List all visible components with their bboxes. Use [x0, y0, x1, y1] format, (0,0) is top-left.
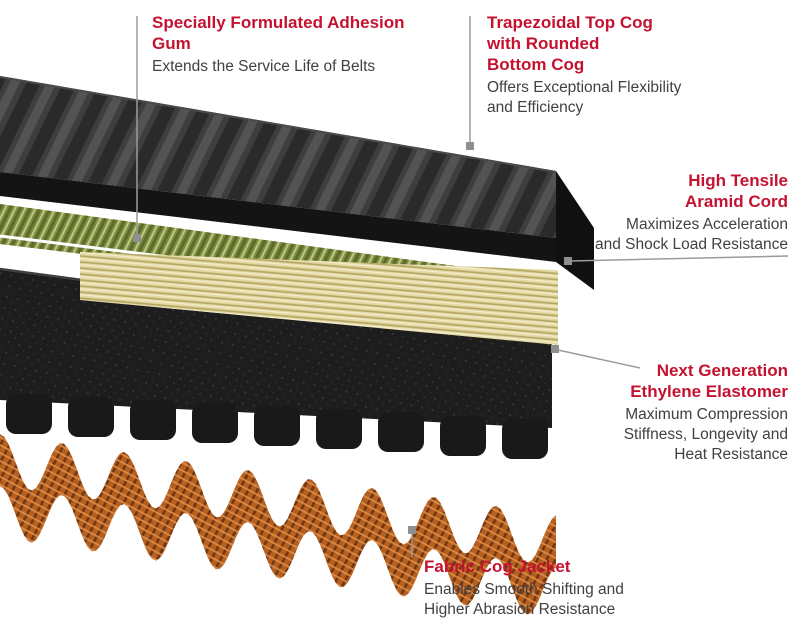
- callout-aramid-cord: High Tensile Aramid Cord Maximizes Accel…: [558, 170, 788, 255]
- callout-title: Specially Formulated Adhesion Gum: [152, 12, 432, 54]
- elastomer-cog-tooth: [378, 412, 424, 452]
- callout-markers: [133, 142, 572, 534]
- callout-adhesion-gum: Specially Formulated Adhesion Gum Extend…: [152, 12, 432, 77]
- callout-desc-line: Maximum Compression: [625, 406, 788, 423]
- elastomer-cog-tooth: [440, 416, 486, 456]
- callout-description: Maximizes Acceleration and Shock Load Re…: [558, 215, 788, 255]
- callout-marker-aramid-cord: [564, 257, 572, 265]
- callout-title-line: Trapezoidal Top Cog: [487, 13, 653, 32]
- callout-marker-adhesion-gum: [133, 234, 141, 242]
- callout-desc-line: and Efficiency: [487, 99, 584, 116]
- callout-title-line: with Rounded: [487, 34, 600, 53]
- callout-description: Extends the Service Life of Belts: [152, 57, 432, 77]
- elastomer-cog-tooth: [502, 419, 548, 459]
- elastomer-layer: [0, 267, 553, 459]
- callout-top-cog: Trapezoidal Top Cog with Rounded Bottom …: [487, 12, 727, 118]
- callout-desc-line: Heat Resistance: [674, 446, 788, 463]
- callout-title: Next Generation Ethylene Elastomer: [558, 360, 788, 402]
- callout-title: Trapezoidal Top Cog with Rounded Bottom …: [487, 12, 727, 75]
- callout-desc-line: and Shock Load Resistance: [594, 236, 788, 253]
- callout-marker-top-cog: [466, 142, 474, 150]
- elastomer-cog-tooth: [192, 403, 238, 443]
- callout-desc-line: Extends the Service Life of Belts: [152, 58, 376, 75]
- callout-marker-fabric-jacket: [408, 526, 416, 534]
- callout-title-line: Next Generation: [656, 361, 788, 380]
- callout-desc-line: Stiffness, Longevity and: [623, 426, 788, 443]
- top-cog-layer: [0, 76, 594, 290]
- callout-desc-line: Maximizes Acceleration: [626, 216, 788, 233]
- callout-desc-line: Enables Smooth Shifting and: [424, 581, 624, 598]
- top-cog-top-edge: [0, 76, 557, 173]
- callout-desc-line: Higher Abrasion Resistance: [424, 601, 616, 618]
- callout-title-line: Ethylene Elastomer: [630, 382, 788, 401]
- callout-marker-elastomer: [551, 345, 559, 353]
- aramid-cord-layer: [80, 252, 558, 345]
- elastomer-cog-tooth: [6, 394, 52, 434]
- callout-line-elastomer: [557, 349, 641, 369]
- callout-title-line: Specially Formulated Adhesion: [152, 13, 405, 32]
- top-cog-front-face: [0, 172, 556, 262]
- callout-title-line: Aramid Cord: [685, 192, 788, 211]
- callout-fabric-jacket: Fabric Cog Jacket Enables Smooth Shiftin…: [424, 556, 674, 620]
- callout-title-line: High Tensile: [688, 171, 788, 190]
- fabric-jacket-weave-cross: [0, 434, 556, 615]
- callout-title-line: Gum: [152, 34, 191, 53]
- callout-elastomer: Next Generation Ethylene Elastomer Maxim…: [558, 360, 788, 465]
- elastomer-texture: [0, 268, 552, 428]
- elastomer-cog-tooth: [254, 406, 300, 446]
- callout-line-aramid-cord: [569, 255, 789, 262]
- top-cog-ribs: [0, 76, 556, 238]
- callout-lines: [136, 16, 789, 558]
- callout-description: Offers Exceptional Flexibility and Effic…: [487, 78, 727, 118]
- callout-title-line: Fabric Cog Jacket: [424, 557, 571, 576]
- callout-title-line: Bottom Cog: [487, 55, 585, 74]
- elastomer-cog-tooth: [68, 397, 114, 437]
- fabric-jacket-layer: [0, 434, 556, 615]
- callout-title: Fabric Cog Jacket: [424, 556, 674, 577]
- callout-description: Enables Smooth Shifting and Higher Abras…: [424, 580, 674, 620]
- elastomer-cog-tooth: [316, 409, 362, 449]
- callout-desc-line: Offers Exceptional Flexibility: [487, 79, 682, 96]
- aramid-cord-strands: [80, 252, 558, 345]
- callout-description: Maximum Compression Stiffness, Longevity…: [558, 405, 788, 465]
- callout-title: High Tensile Aramid Cord: [558, 170, 788, 212]
- elastomer-cog-tooth: [130, 400, 176, 440]
